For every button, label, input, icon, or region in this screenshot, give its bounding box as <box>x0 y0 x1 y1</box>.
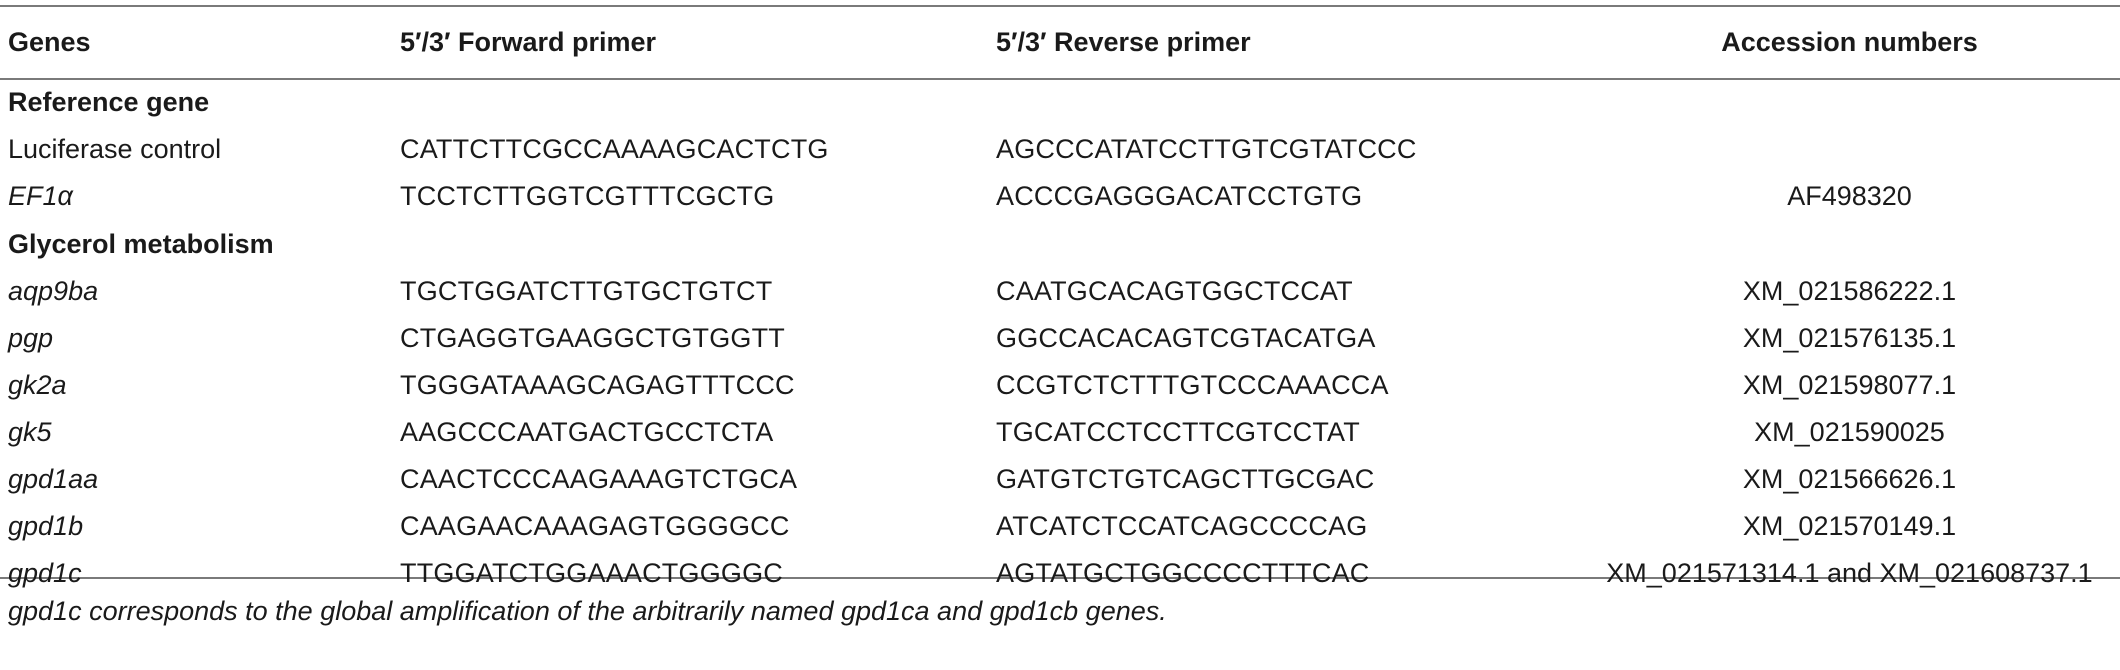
table-row: gpd1aa CAACTCCCAAGAAAGTCTGCA GATGTCTGTCA… <box>0 456 2120 503</box>
section-title: Reference gene <box>8 86 210 117</box>
section-title: Glycerol metabolism <box>8 228 274 259</box>
gene-name: Luciferase control <box>8 134 222 164</box>
accession-number: XM_021576135.1 <box>1742 323 1957 353</box>
reverse-primer: TGCATCCTCCTTCGTCCTAT <box>996 417 1360 447</box>
forward-primer: AAGCCCAATGACTGCCTCTA <box>400 417 774 447</box>
accession-number: XM_021590025 <box>1754 417 1945 447</box>
table-row: pgp CTGAGGTGAAGGCTGTGGTT GGCCACACAGTCGTA… <box>0 315 2120 362</box>
forward-primer: CATTCTTCGCCAAAAGCACTCTG <box>400 134 829 164</box>
reverse-primer: GGCCACACAGTCGTACATGA <box>996 323 1376 353</box>
reverse-primer: AGCCCATATCCTTGTCGTATCCC <box>996 134 1417 164</box>
accession-number: XM_021598077.1 <box>1742 370 1957 400</box>
accession-number: XM_021570149.1 <box>1742 511 1957 541</box>
header-reverse-primer: 5′/3′ Reverse primer <box>996 27 1251 57</box>
forward-primer: CAACTCCCAAGAAAGTCTGCA <box>400 464 798 494</box>
table-body: Reference gene Luciferase control CATTCT… <box>0 78 2120 597</box>
forward-primer: TCCTCTTGGTCGTTTCGCTG <box>400 181 775 211</box>
forward-primer: TGGGATAAAGCAGAGTTTCCC <box>400 370 795 400</box>
reverse-primer: AGTATGCTGGCCCCTTTCAC <box>996 558 1370 588</box>
table-row: gpd1b CAAGAACAAAGAGTGGGGCC ATCATCTCCATCA… <box>0 503 2120 550</box>
header-row: Genes 5′/3′ Forward primer 5′/3′ Reverse… <box>0 7 2120 78</box>
header-accession-numbers: Accession numbers <box>1721 27 1978 57</box>
table-row: gk5 AAGCCCAATGACTGCCTCTA TGCATCCTCCTTCGT… <box>0 409 2120 456</box>
forward-primer: TTGGATCTGGAAACTGGGGC <box>400 558 784 588</box>
gene-name: EF1α <box>8 181 73 211</box>
table-row: EF1α TCCTCTTGGTCGTTTCGCTG ACCCGAGGGACATC… <box>0 173 2120 220</box>
reverse-primer: CCGTCTCTTTGTCCCAAACCA <box>996 370 1389 400</box>
gene-name: gpd1b <box>8 511 84 541</box>
table-header: Genes 5′/3′ Forward primer 5′/3′ Reverse… <box>0 7 2120 78</box>
section-row-glycerol-metabolism: Glycerol metabolism <box>0 220 2120 268</box>
table-row: gpd1c TTGGATCTGGAAACTGGGGC AGTATGCTGGCCC… <box>0 550 2120 597</box>
table-header-rule <box>0 78 2120 80</box>
table-row: aqp9ba TGCTGGATCTTGTGCTGTCT CAATGCACAGTG… <box>0 268 2120 315</box>
section-row-reference-gene: Reference gene <box>0 78 2120 126</box>
reverse-primer: ATCATCTCCATCAGCCCCAG <box>996 511 1368 541</box>
table-bottom-rule <box>0 577 2120 579</box>
accession-number: XM_021571314.1 and XM_021608737.1 <box>1606 558 2093 588</box>
accession-number: AF498320 <box>1787 181 1912 211</box>
table-footnote: gpd1c corresponds to the global amplific… <box>8 596 1167 626</box>
gene-name: pgp <box>8 323 54 353</box>
gene-name: gk2a <box>8 370 67 400</box>
forward-primer: CAAGAACAAAGAGTGGGGCC <box>400 511 790 541</box>
table-top-rule <box>0 5 2120 7</box>
gene-name: aqp9ba <box>8 276 99 306</box>
accession-number: XM_021586222.1 <box>1742 276 1957 306</box>
header-genes: Genes <box>8 27 91 57</box>
table-row: Luciferase control CATTCTTCGCCAAAAGCACTC… <box>0 126 2120 173</box>
forward-primer: CTGAGGTGAAGGCTGTGGTT <box>400 323 785 353</box>
reverse-primer: GATGTCTGTCAGCTTGCGAC <box>996 464 1375 494</box>
reverse-primer: ACCCGAGGGACATCCTGTG <box>996 181 1363 211</box>
accession-number <box>1579 126 2120 173</box>
header-forward-primer: 5′/3′ Forward primer <box>400 27 657 57</box>
accession-number: XM_021566626.1 <box>1742 464 1957 494</box>
forward-primer: TGCTGGATCTTGTGCTGTCT <box>400 276 773 306</box>
gene-name: gpd1aa <box>8 464 99 494</box>
primer-table: Genes 5′/3′ Forward primer 5′/3′ Reverse… <box>0 7 2120 597</box>
table-row: gk2a TGGGATAAAGCAGAGTTTCCC CCGTCTCTTTGTC… <box>0 362 2120 409</box>
gene-name: gk5 <box>8 417 52 447</box>
gene-name: gpd1c <box>8 558 82 588</box>
reverse-primer: CAATGCACAGTGGCTCCAT <box>996 276 1353 306</box>
